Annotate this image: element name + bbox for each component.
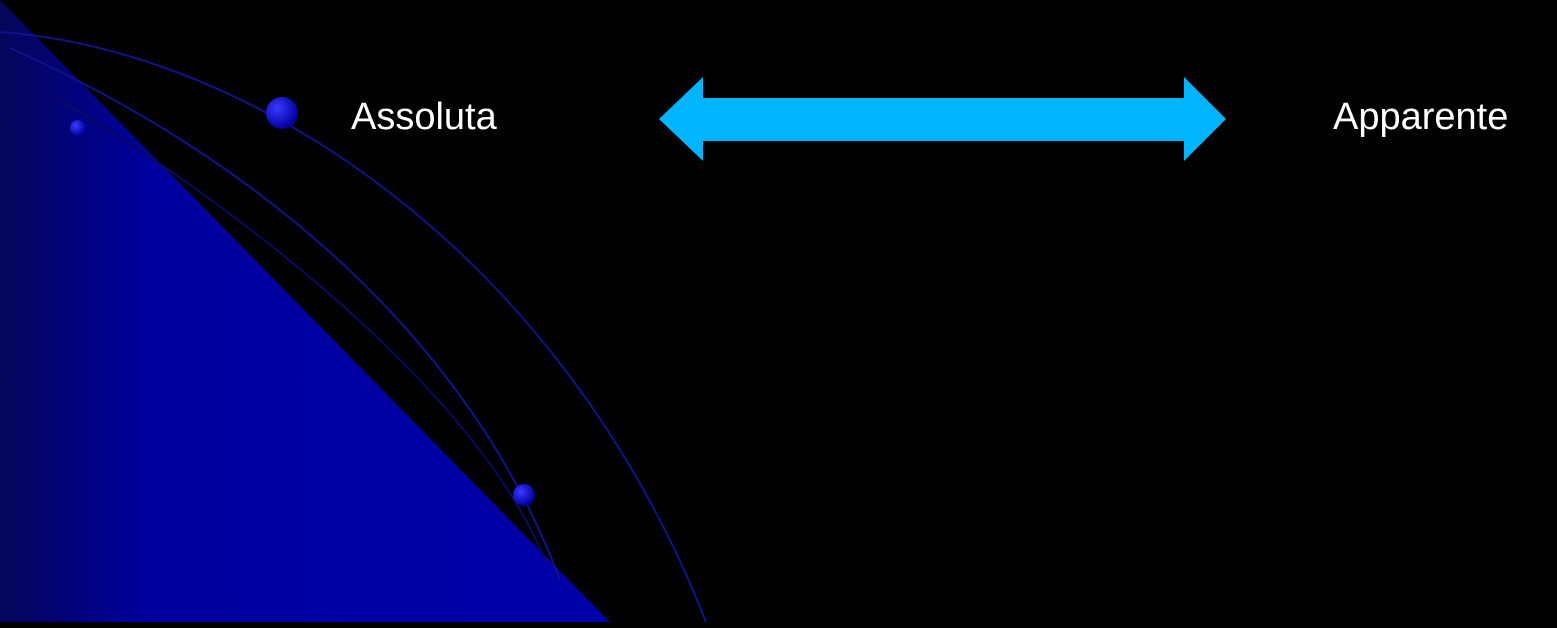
right-term-label: Apparente <box>1333 95 1508 139</box>
